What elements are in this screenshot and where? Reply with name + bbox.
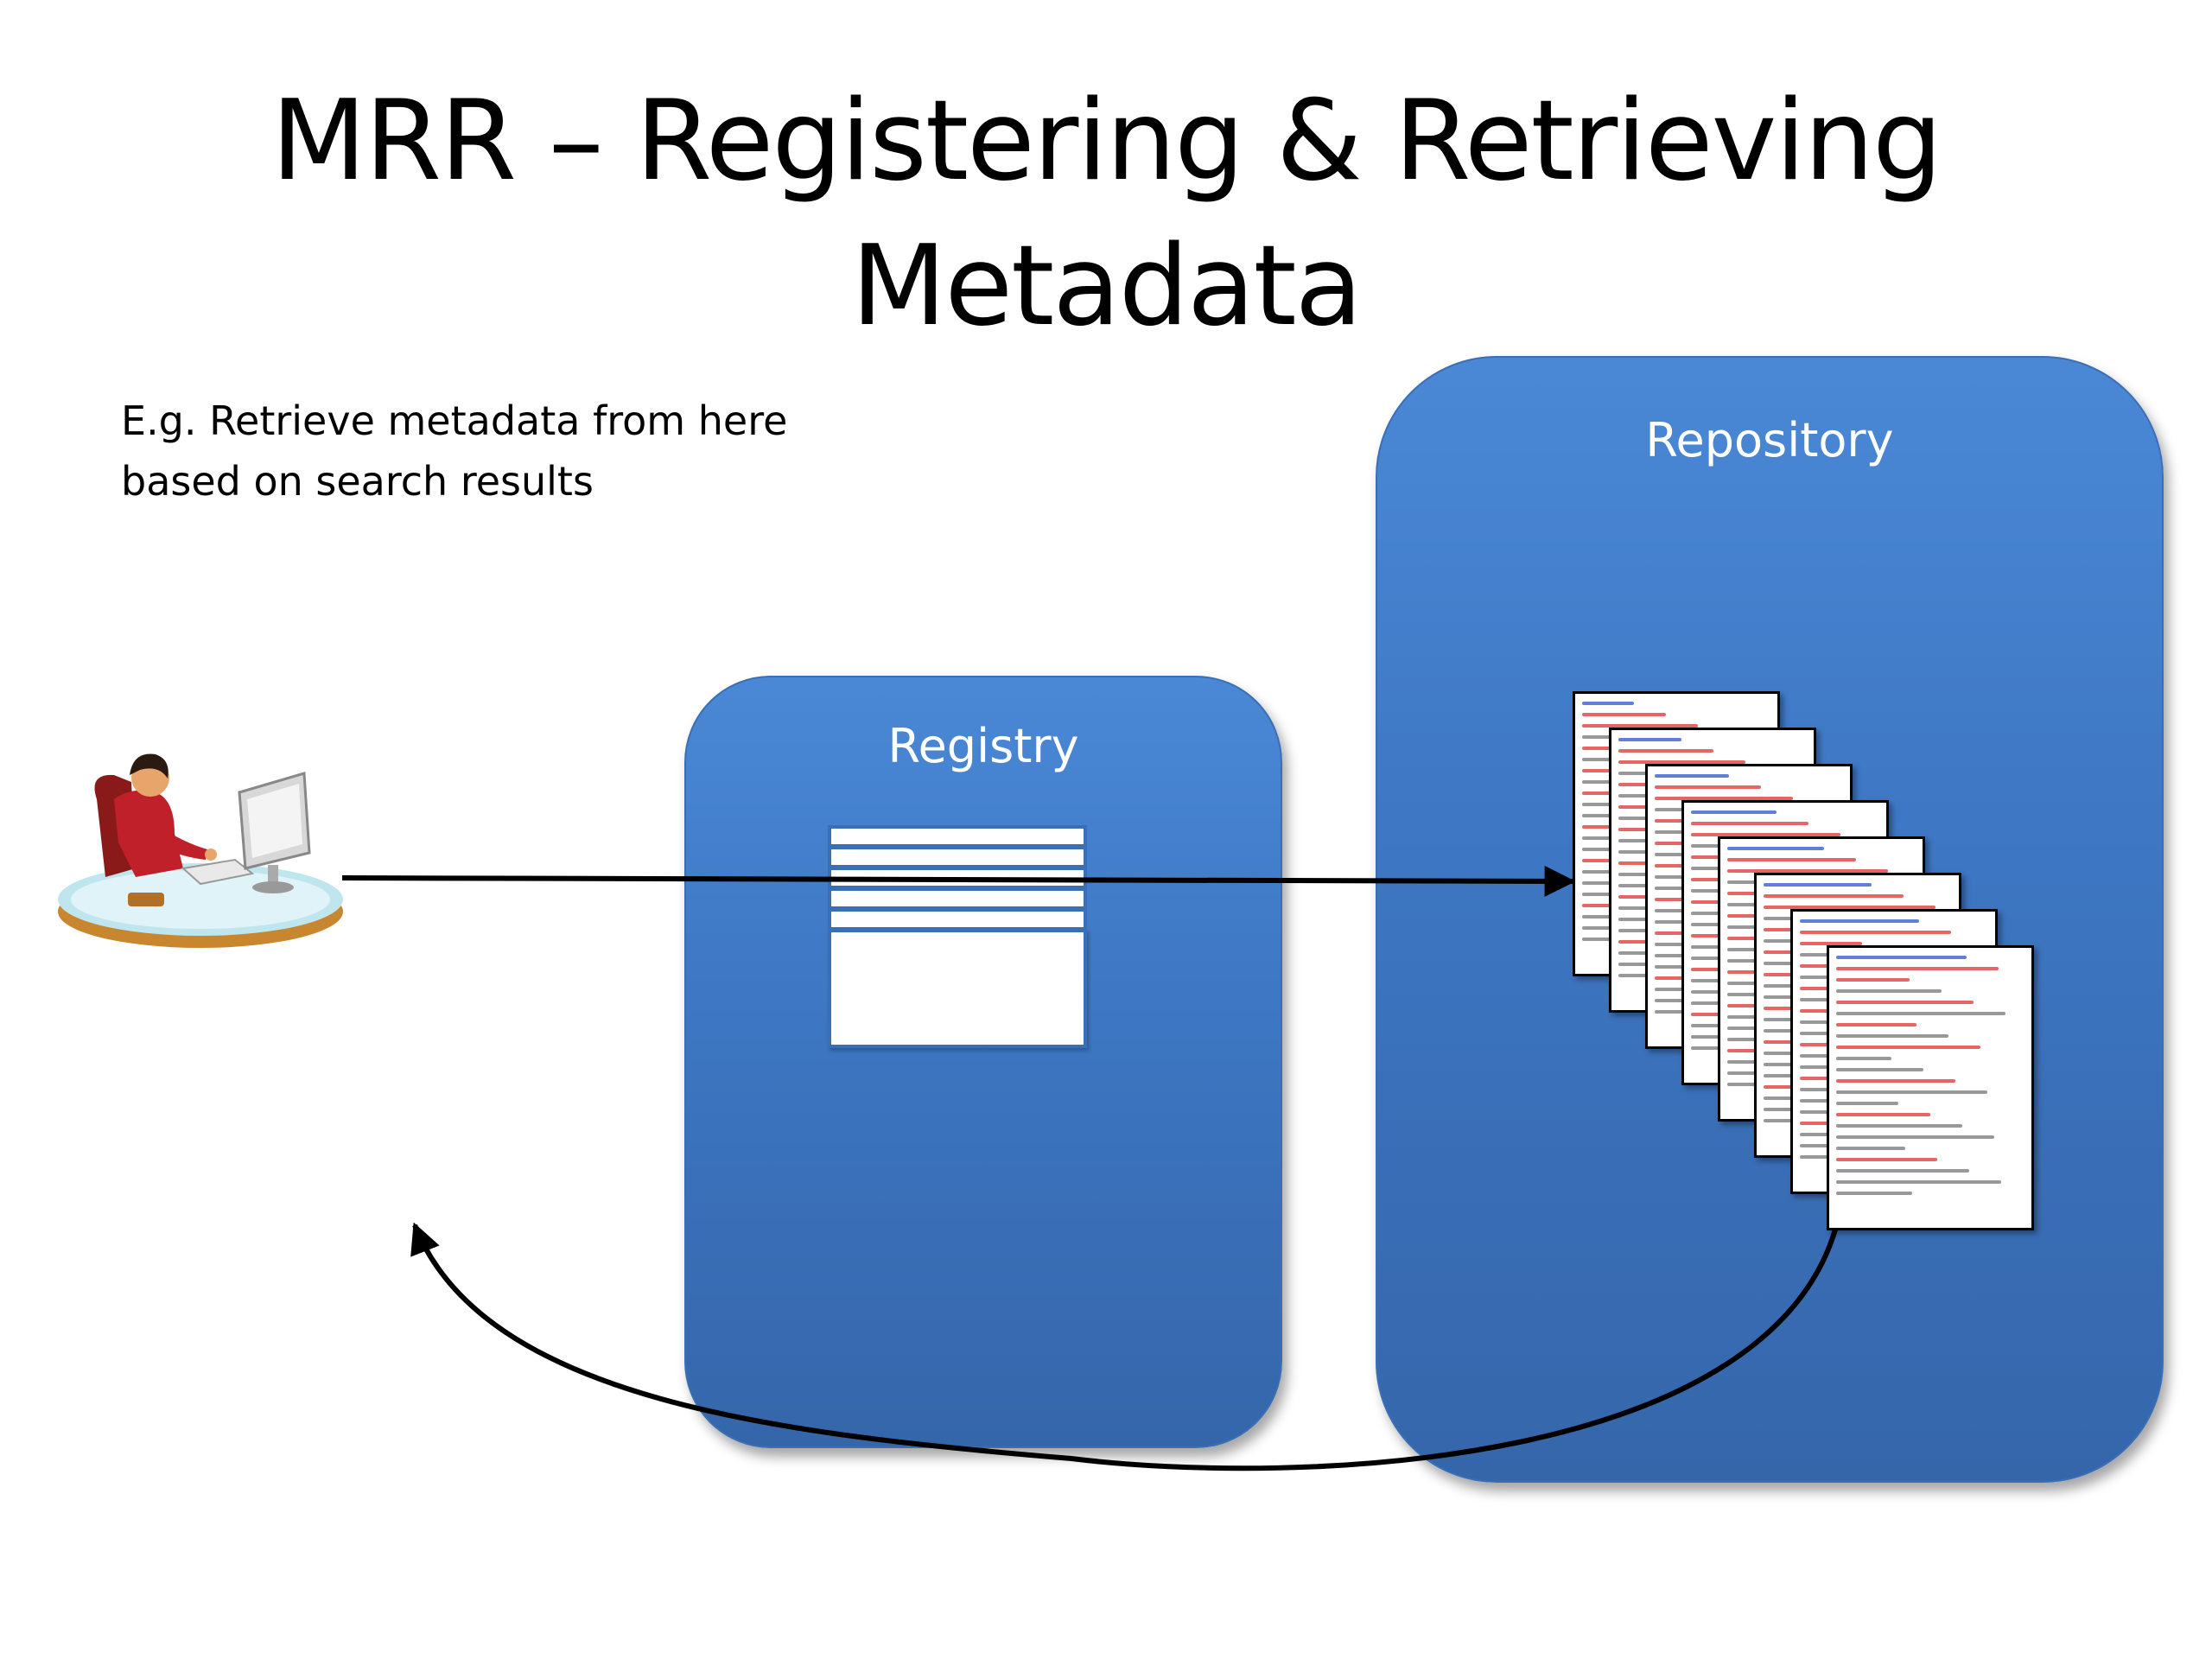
return-arrow [410,1216,1841,1471]
repository-label: Repository [1645,413,1894,467]
record-card [828,887,1087,910]
record-card [828,825,1087,848]
registry-box: Registry [684,676,1282,1448]
caption-text: E.g. Retrieve metadata from here based o… [121,391,787,512]
slide-title: MRR – Registering & Retrieving Metadata [0,69,2212,359]
xml-document-stack-icon [1573,691,2056,1244]
slide-title-line-2: Metadata [850,222,1363,351]
slide-title-line-1: MRR – Registering & Retrieving [270,77,1943,206]
caption-line-1: E.g. Retrieve metadata from here [121,397,788,444]
record-stack-icon [828,825,1087,1048]
xml-document-page [1827,945,2034,1230]
record-card [828,929,1087,1048]
caption-line-2: based on search results [121,458,594,505]
person-at-computer-icon [58,753,343,948]
request-arrow [341,865,1576,897]
registry-label: Registry [887,719,1079,773]
